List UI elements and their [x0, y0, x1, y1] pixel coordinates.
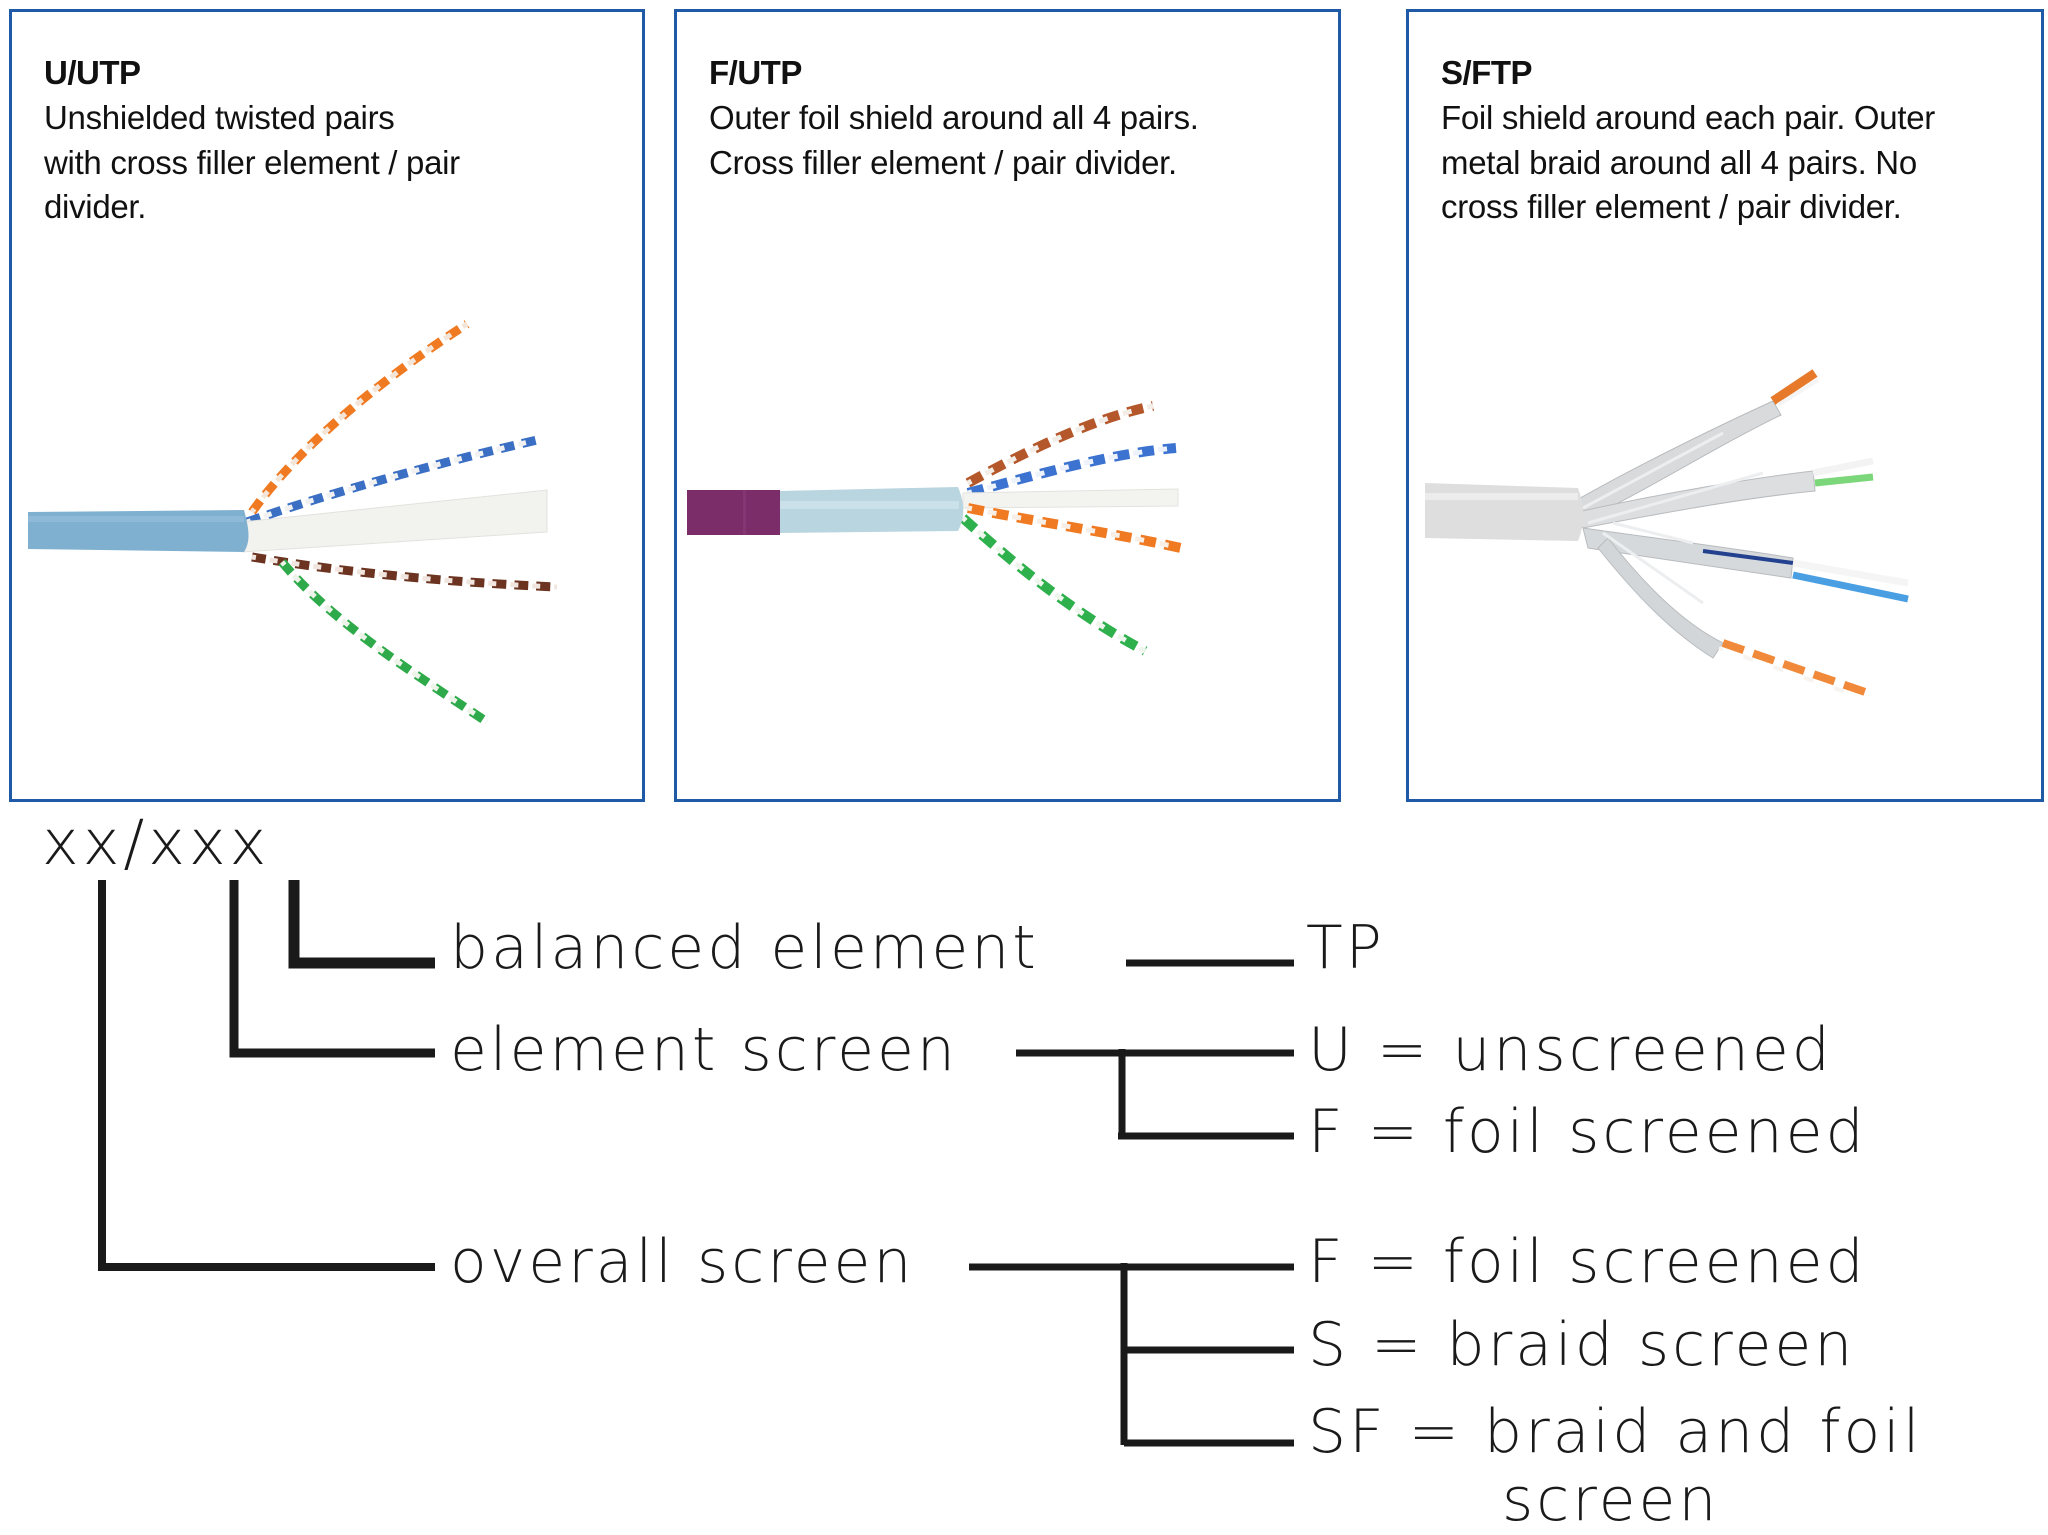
- wire-pair-green: [278, 559, 490, 726]
- label-element-screen: element screen: [450, 1015, 958, 1085]
- wire-pair-orange: [248, 320, 470, 515]
- foil-pair-blue: [1582, 527, 1794, 579]
- cable-card-sftp: S/FTP Foil shield around each pair. Oute…: [1406, 9, 2044, 802]
- braid-strands: [1582, 431, 1764, 605]
- label-balanced-element: balanced element: [450, 913, 1039, 983]
- value-overall-braid-foil-continuation: screen: [1502, 1465, 1720, 1535]
- connector-overall-branch: [969, 1263, 1294, 1447]
- cable-image-uutp: [28, 320, 558, 726]
- cable-title: U/UTP: [44, 54, 141, 91]
- foil-tape: [962, 488, 1179, 509]
- cable-futp-illustration: [687, 401, 1183, 656]
- cable-description: Outer foil shield around all 4 pairs. Cr…: [709, 99, 1199, 181]
- value-element-unscreened: U = unscreened: [1308, 1015, 1833, 1085]
- connector-element-screen: [229, 880, 435, 1058]
- cable-description: Unshielded twisted pairs with cross fill…: [44, 99, 460, 225]
- value-element-foil: F = foil screened: [1308, 1097, 1867, 1167]
- connector-overall-screen: [98, 880, 435, 1271]
- value-overall-foil: F = foil screened: [1308, 1227, 1867, 1297]
- value-overall-braid-foil: SF = braid and foil: [1308, 1397, 1923, 1467]
- cable-description: Foil shield around each pair. Outer meta…: [1441, 99, 1935, 225]
- naming-code: xx/xxx: [42, 806, 271, 879]
- cable-title: S/FTP: [1441, 54, 1533, 91]
- cable-title: F/UTP: [709, 54, 802, 91]
- value-overall-braid: S = braid screen: [1308, 1310, 1856, 1380]
- value-tp: TP: [1306, 913, 1385, 983]
- cable-sftp-illustration: [1425, 369, 1909, 700]
- cable-card-uutp: U/UTP Unshielded twisted pairs with cros…: [9, 9, 645, 802]
- foil-shield: [779, 487, 964, 533]
- cable-jacket: [687, 490, 780, 535]
- cable-card-futp: F/UTP Outer foil shield around all 4 pai…: [674, 9, 1341, 802]
- cable-image-sftp: [1425, 369, 1909, 700]
- cable-uutp-illustration: [28, 320, 558, 726]
- cable-image-futp: [687, 401, 1183, 656]
- connector-element-branch: [1016, 1049, 1294, 1140]
- foil-pair-green: [1572, 470, 1816, 529]
- connector-balanced-element: [288, 880, 435, 969]
- foil-pair-orange: [1597, 537, 1724, 659]
- label-overall-screen: overall screen: [450, 1227, 915, 1297]
